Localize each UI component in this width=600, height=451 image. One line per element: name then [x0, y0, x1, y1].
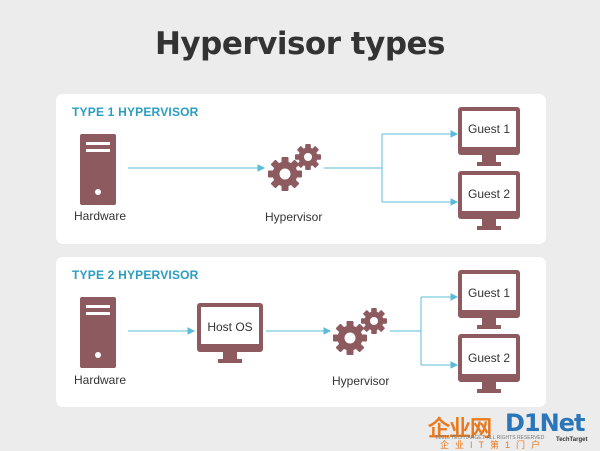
type1-hardware-label: Hardware: [74, 209, 126, 223]
type1-connectors: [128, 130, 459, 206]
hardware-tower-icon: [80, 134, 116, 205]
type2-guest1-label: Guest 1: [468, 286, 510, 300]
arrow-head-icon: [257, 164, 266, 172]
type1-hypervisor-label: Hypervisor: [265, 210, 322, 224]
hypervisor-gears-icon: [268, 144, 321, 191]
type2-diagram: Hardware Host OS: [74, 270, 520, 393]
type1-guest1-label: Guest 1: [468, 122, 510, 136]
type2-hypervisor-label: Hypervisor: [332, 374, 389, 388]
type1-guest2-label: Guest 2: [468, 187, 510, 201]
type2-guest2-monitor-icon: [458, 334, 520, 393]
host-os-label: Host OS: [207, 320, 252, 334]
type2-heading: TYPE 2 HYPERVISOR: [72, 268, 199, 282]
watermark-cn-subtitle: 企业IT第1门户: [440, 440, 547, 450]
hardware-tower-icon: [80, 297, 116, 368]
type2-guest2-label: Guest 2: [468, 351, 510, 365]
type2-hardware-label: Hardware: [74, 373, 126, 387]
type1-guest1-monitor-icon: [458, 107, 520, 166]
watermark-copyright: ©2016 TECHTARGET. ALL RIGHTS RESERVED: [435, 435, 545, 441]
watermark-cn-logo: 企业网: [428, 417, 492, 442]
type1-diagram: Hardware: [74, 107, 520, 230]
type1-panel: TYPE 1 HYPERVISOR Hardware: [56, 94, 546, 244]
arrow-head-icon: [450, 293, 459, 301]
arrow-head-icon: [323, 327, 332, 335]
type1-heading: TYPE 1 HYPERVISOR: [72, 105, 199, 119]
watermark-en-logo: D1Net: [505, 409, 585, 437]
hypervisor-gears-icon: [333, 308, 387, 355]
arrow-head-icon: [187, 327, 196, 335]
type2-connectors: [128, 293, 459, 369]
page-title: Hypervisor types: [154, 26, 446, 62]
host-os-monitor-icon: [197, 303, 263, 363]
type2-guest1-monitor-icon: [458, 270, 520, 329]
type1-guest2-monitor-icon: [458, 171, 520, 230]
type2-panel: TYPE 2 HYPERVISOR Hardware Host O: [56, 257, 546, 407]
arrow-head-icon: [450, 198, 459, 206]
arrow-head-icon: [450, 361, 459, 369]
arrow-head-icon: [450, 130, 459, 138]
watermark-brand: TechTarget: [556, 437, 588, 443]
